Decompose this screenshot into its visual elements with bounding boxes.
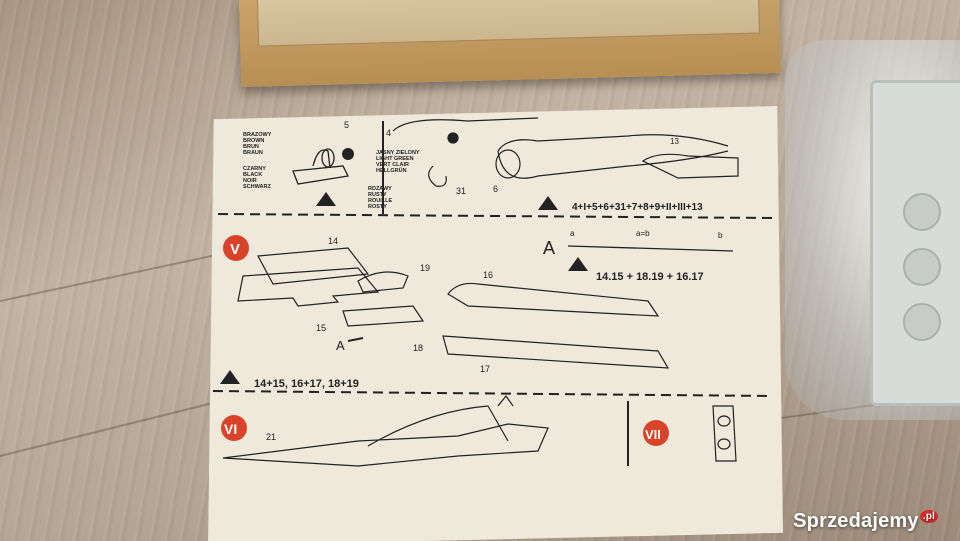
upper-wing-drawing	[237, 247, 670, 369]
brown-callout-0: BRAZOWY	[243, 132, 272, 138]
watermark-brand: Sprzedajemy	[793, 510, 919, 532]
black-callout-3: SCHWARZ	[243, 184, 271, 190]
rust-callout-2: ROUILLE	[368, 198, 392, 204]
light-green-callout: JASNY ZIELONY LIGHT GREEN VERT CLAIR HEL…	[376, 150, 420, 174]
glue-triangle-icon	[316, 192, 336, 206]
rust-callout-1: RUSTY	[368, 192, 387, 198]
cardboard-box	[238, 0, 782, 88]
step-vii-label: VII	[645, 427, 661, 442]
box-insert	[256, 0, 761, 47]
seat-part-drawing	[292, 148, 349, 185]
dimension-a: a	[570, 229, 575, 238]
detail-part-drawing	[712, 405, 737, 462]
part-number-21: 21	[266, 432, 276, 442]
part-number-6: 6	[493, 184, 498, 194]
rust-callout: RDZAWY RUSTY ROUILLE ROSTY	[368, 186, 392, 210]
part-number-13: 13	[670, 137, 679, 146]
arrow-label-a: A	[336, 338, 345, 353]
rust-callout-0: RDZAWY	[368, 186, 392, 192]
brown-callout-3: BRAUN	[243, 150, 263, 156]
black-callout-0: CZARNY	[243, 166, 266, 172]
sprue-wheel	[903, 303, 941, 341]
part-number-31: 31	[456, 186, 466, 196]
part-number-18: 18	[413, 343, 423, 353]
part-number-17: 17	[480, 364, 490, 374]
glue-triangle-icon	[538, 196, 558, 210]
part-number-5: 5	[344, 120, 349, 130]
dimension-letter-a: A	[543, 238, 555, 258]
brown-callout-2: BRUN	[243, 144, 259, 150]
fuselage-sequence: 4+I+5+6+31+7+8+9+II+III+13	[572, 202, 703, 213]
dimension-line	[567, 245, 734, 252]
wing-bottom-sequence: 14+15, 16+17, 18+19	[254, 378, 359, 390]
plastic-sprue	[870, 80, 960, 406]
part-number-16: 16	[483, 270, 493, 280]
glue-triangle-icon	[220, 370, 240, 384]
black-callout: CZARNY BLACK NOIR SCHWARZ	[243, 166, 271, 190]
rust-callout-3: ROSTY	[368, 204, 387, 210]
dimension-b: b	[718, 231, 723, 240]
fuselage-bottom-drawing	[222, 394, 549, 467]
glue-triangle-icon	[568, 257, 588, 271]
light-green-callout-0: JASNY ZIELONY	[376, 150, 420, 156]
divider-line	[217, 213, 774, 219]
instruction-drawing: BRAZOWY BROWN BRUN BRAUN CZARNY BLACK NO…	[212, 117, 774, 467]
light-green-callout-1: LIGHT GREEN	[376, 156, 414, 162]
brown-callout-1: BROWN	[243, 138, 264, 144]
black-callout-2: NOIR	[243, 178, 257, 184]
part-number-15: 15	[316, 323, 326, 333]
step-vi-label: VI	[224, 421, 237, 437]
fuselage-drawing	[392, 117, 739, 187]
part-number-14: 14	[328, 236, 338, 246]
step-vii-badge	[643, 420, 669, 446]
wing-top-sequence: 14.15 + 18.19 + 16.17	[596, 271, 704, 283]
black-callout-1: BLACK	[243, 172, 262, 178]
part-number-19: 19	[420, 263, 430, 273]
sprue-wheel	[903, 248, 941, 286]
instruction-sheet: BRAZOWY BROWN BRUN BRAUN CZARNY BLACK NO…	[208, 106, 783, 541]
light-green-callout-3: HELLGRÜN	[376, 167, 407, 174]
light-green-callout-2: VERT CLAIR	[376, 162, 409, 168]
part-number-4: 4	[386, 128, 391, 138]
step-vi-badge	[221, 415, 247, 441]
divider-line	[212, 390, 774, 397]
brown-callout: BRAZOWY BROWN BRUN BRAUN	[243, 132, 272, 156]
watermark: Sprzedajemy.pl	[793, 510, 938, 533]
sprue-wheel	[903, 193, 941, 231]
step-v-badge	[223, 235, 249, 261]
step-marker-icon	[342, 148, 354, 160]
dimension-a-eq-b: a=b	[636, 229, 650, 238]
watermark-suffix: .pl	[919, 510, 938, 524]
step-v-label: V	[230, 241, 240, 258]
